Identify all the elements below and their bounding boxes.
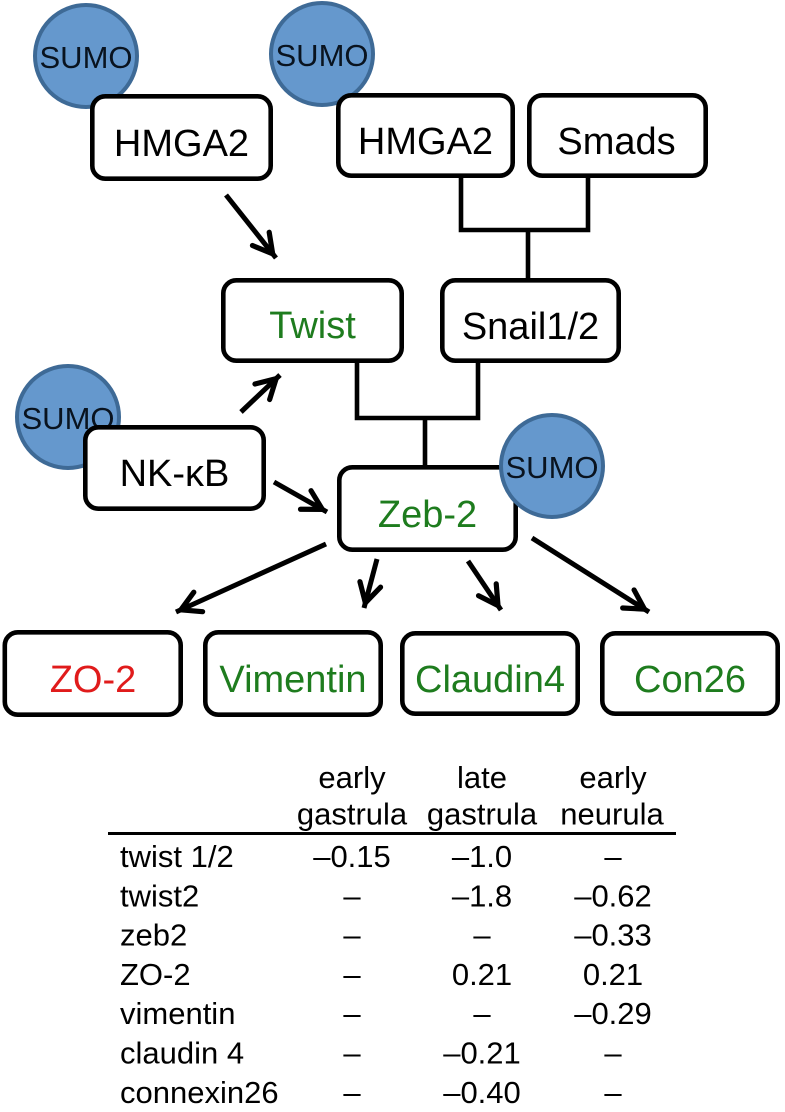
svg-text:early: early — [579, 760, 647, 795]
svg-text:–0.62: –0.62 — [574, 878, 652, 913]
svg-text:–: – — [473, 996, 491, 1031]
svg-text:–0.15: –0.15 — [313, 839, 391, 874]
svg-text:late: late — [457, 760, 507, 795]
svg-text:0.21: 0.21 — [452, 957, 512, 992]
svg-text:–: – — [343, 918, 361, 953]
svg-text:Claudin4: Claudin4 — [415, 659, 565, 701]
svg-text:–: – — [343, 878, 361, 913]
svg-text:0.21: 0.21 — [583, 957, 643, 992]
svg-text:ZO-2: ZO-2 — [120, 957, 191, 992]
svg-text:–: – — [343, 957, 361, 992]
svg-text:vimentin: vimentin — [120, 996, 235, 1031]
svg-text:–0.29: –0.29 — [574, 996, 652, 1031]
svg-text:Smads: Smads — [557, 121, 675, 163]
svg-text:–: – — [343, 1036, 361, 1071]
svg-text:SUMO: SUMO — [506, 450, 599, 485]
svg-text:–: – — [604, 1075, 622, 1110]
svg-text:HMGA2: HMGA2 — [114, 123, 249, 165]
svg-text:Snail1/2: Snail1/2 — [462, 306, 599, 348]
svg-text:HMGA2: HMGA2 — [358, 121, 493, 163]
svg-text:claudin 4: claudin 4 — [120, 1036, 244, 1071]
svg-text:connexin26: connexin26 — [120, 1075, 279, 1110]
svg-text:SUMO: SUMO — [40, 40, 133, 75]
svg-text:Twist: Twist — [269, 305, 356, 347]
svg-text:–: – — [604, 839, 622, 874]
svg-text:twist 1/2: twist 1/2 — [120, 839, 234, 874]
svg-text:–: – — [473, 918, 491, 953]
svg-text:ZO-2: ZO-2 — [50, 659, 137, 701]
svg-text:–0.40: –0.40 — [443, 1075, 521, 1110]
svg-text:Zeb-2: Zeb-2 — [378, 494, 477, 536]
svg-text:–1.8: –1.8 — [452, 878, 512, 913]
svg-text:early: early — [318, 760, 386, 795]
svg-text:NK-κB: NK-κB — [120, 453, 230, 495]
svg-text:–1.0: –1.0 — [452, 839, 512, 874]
svg-text:twist2: twist2 — [120, 878, 199, 913]
svg-text:–: – — [343, 996, 361, 1031]
svg-text:–0.21: –0.21 — [443, 1036, 521, 1071]
svg-text:gastrula: gastrula — [297, 797, 408, 832]
svg-text:SUMO: SUMO — [276, 38, 369, 73]
svg-text:–0.33: –0.33 — [574, 918, 652, 953]
svg-text:zeb2: zeb2 — [120, 918, 187, 953]
svg-text:Vimentin: Vimentin — [219, 659, 366, 701]
svg-text:neurula: neurula — [560, 797, 664, 832]
svg-text:Con26: Con26 — [634, 659, 746, 701]
svg-text:–: – — [604, 1036, 622, 1071]
svg-text:–: – — [343, 1075, 361, 1110]
svg-text:gastrula: gastrula — [427, 797, 538, 832]
